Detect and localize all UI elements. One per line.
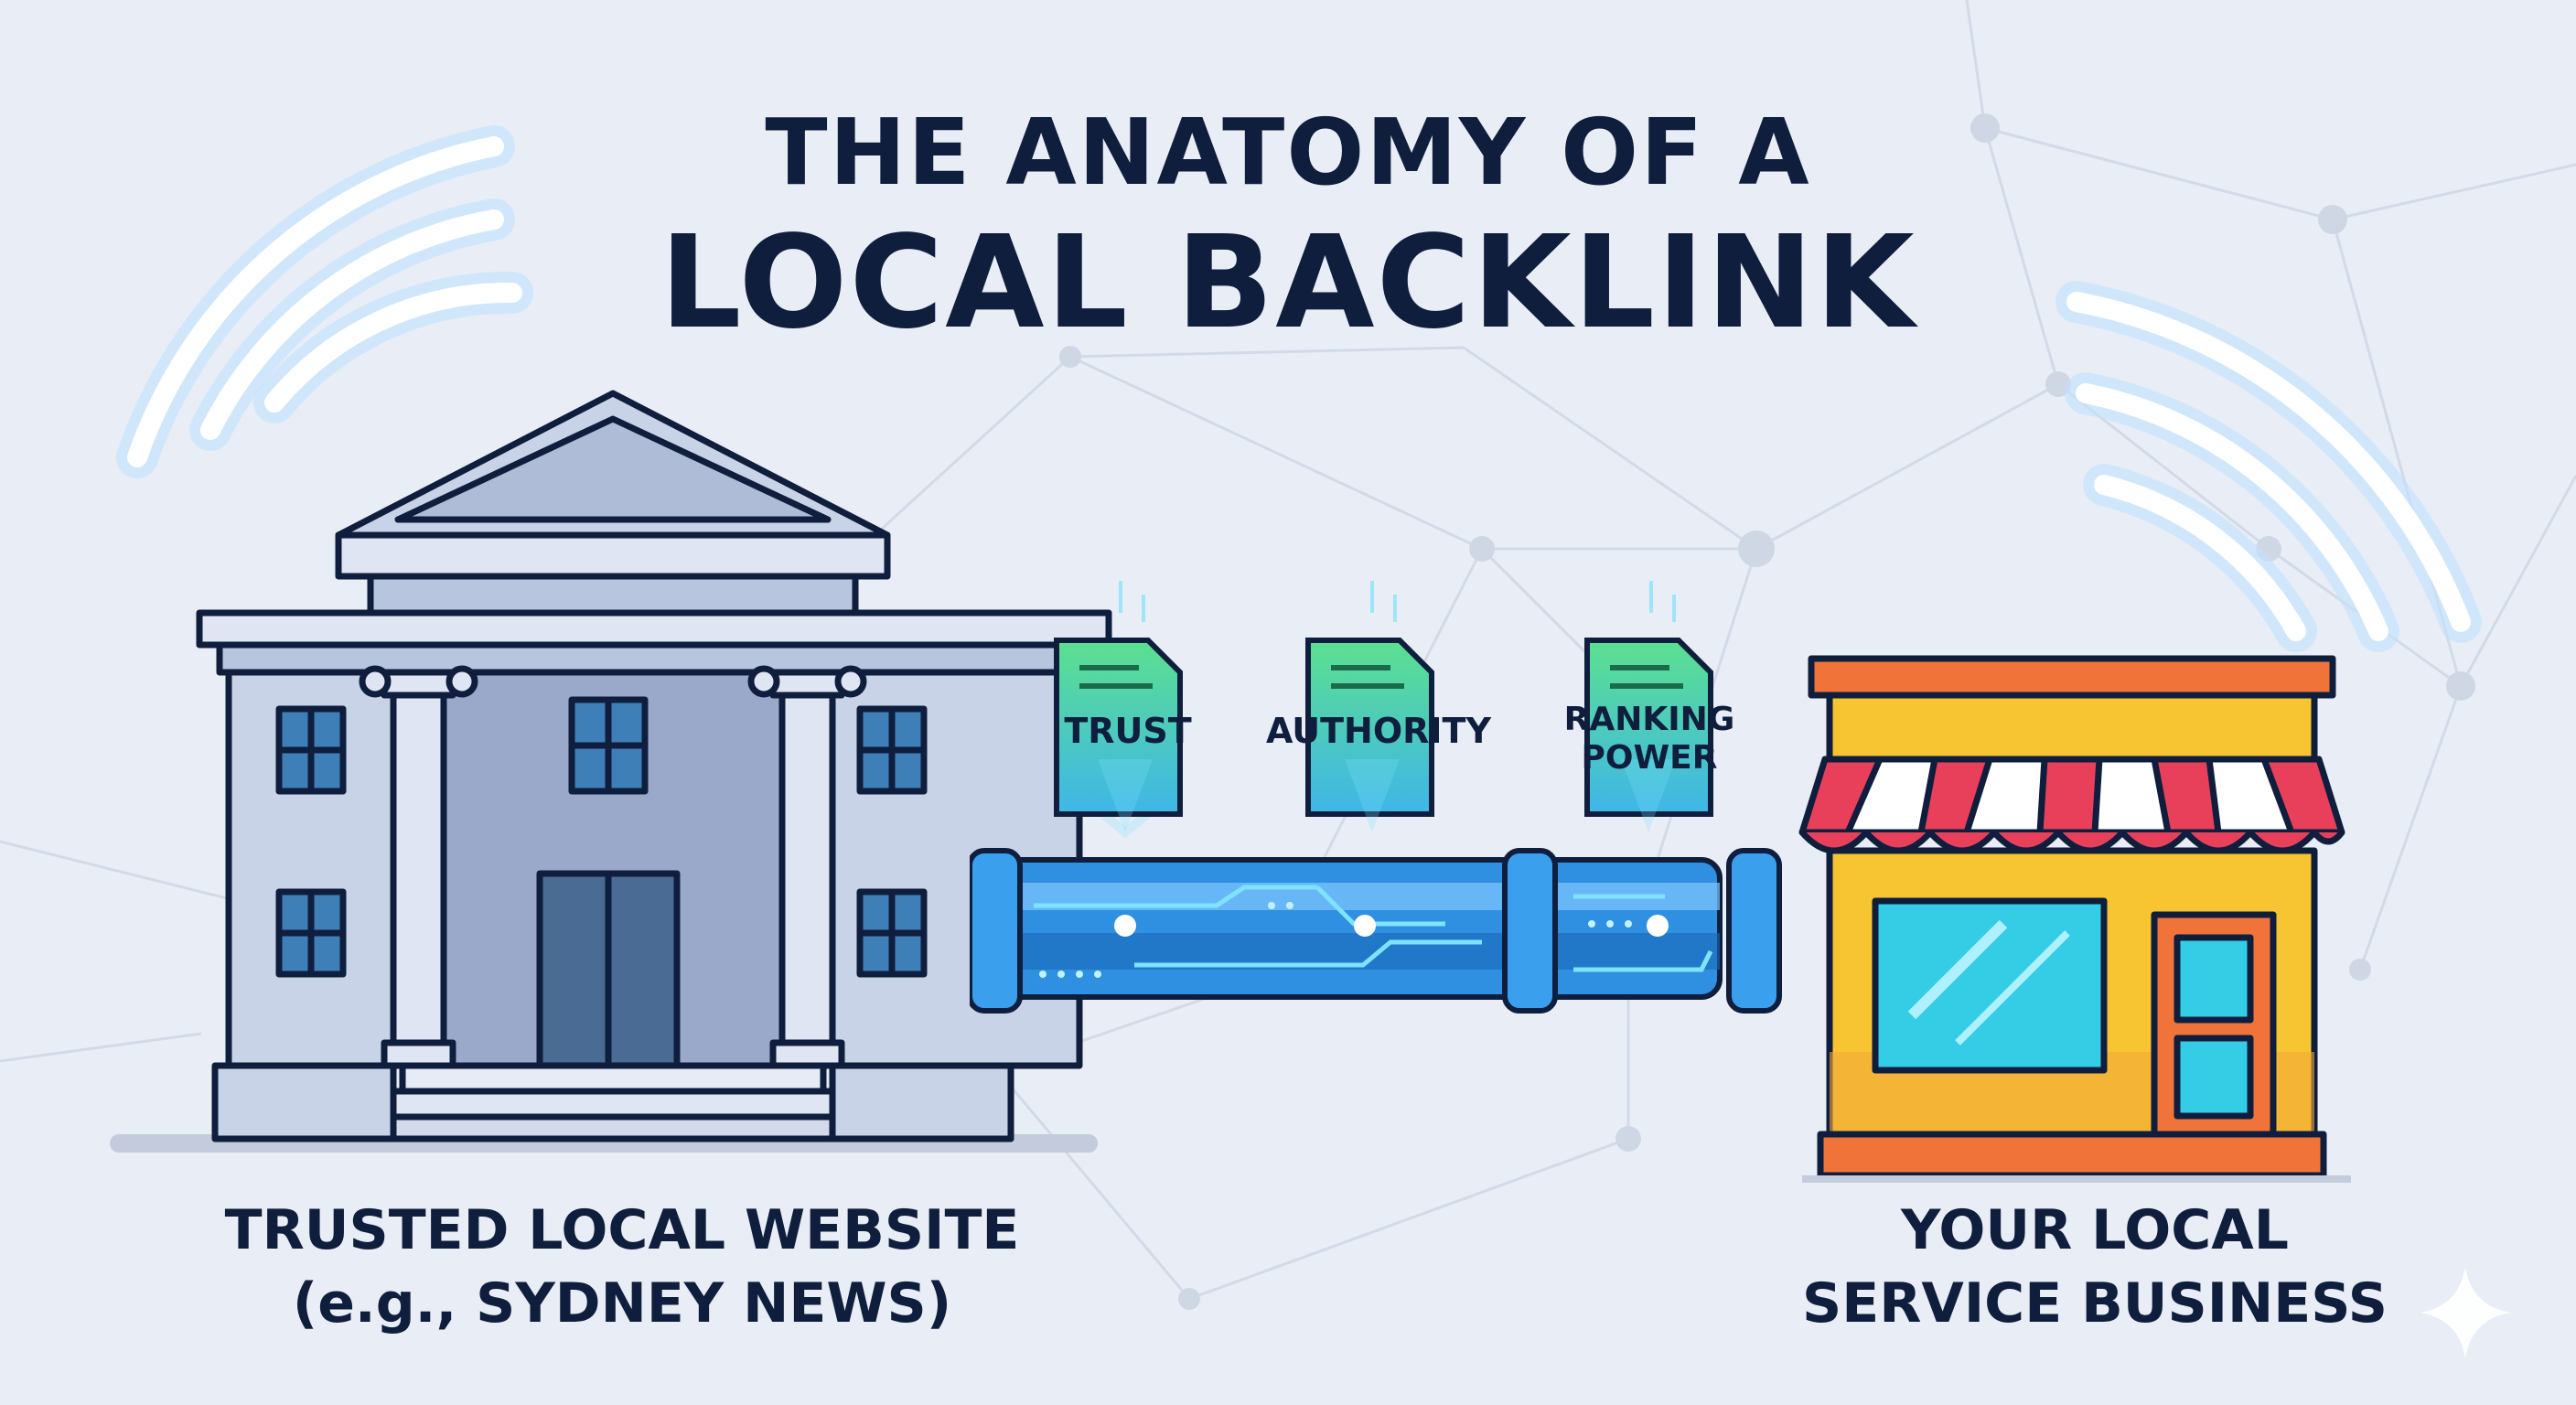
value-label-authority: AUTHORITY (1266, 711, 1491, 751)
value-document-ranking-power-icon (1584, 638, 1713, 832)
source-caption: TRUSTED LOCAL WEBSITE (e.g., SYDNEY NEWS… (183, 1194, 1061, 1340)
value-label-power: POWER (1581, 739, 1717, 777)
courthouse-building-icon (110, 390, 1112, 1153)
backlink-connection-pipe (970, 848, 1782, 1014)
value-document-trust-icon (1054, 638, 1184, 839)
title-line-2: LOCAL BACKLINK (660, 209, 1916, 358)
value-label-ranking: RANKING (1564, 701, 1735, 738)
sparkle-icon (2420, 1267, 2511, 1358)
value-label-trust: TRUST (1064, 711, 1191, 751)
signal-waves-left-icon (116, 125, 533, 478)
source-caption-line-2: (e.g., SYDNEY NEWS) (292, 1271, 952, 1335)
title-line-1: THE ANATOMY OF A (765, 99, 1811, 206)
storefront-icon (1798, 655, 2351, 1183)
target-caption: YOUR LOCAL SERVICE BUSINESS (1738, 1194, 2452, 1340)
link-value-documents: TRUST AUTHORITY RANKING POWER (1054, 581, 1735, 839)
source-caption-line-1: TRUSTED LOCAL WEBSITE (224, 1198, 1020, 1262)
value-document-authority-icon (1305, 638, 1434, 832)
signal-waves-right-icon (2055, 281, 2482, 652)
target-caption-line-1: YOUR LOCAL (1901, 1198, 2289, 1262)
target-caption-line-2: SERVICE BUSINESS (1802, 1271, 2388, 1335)
